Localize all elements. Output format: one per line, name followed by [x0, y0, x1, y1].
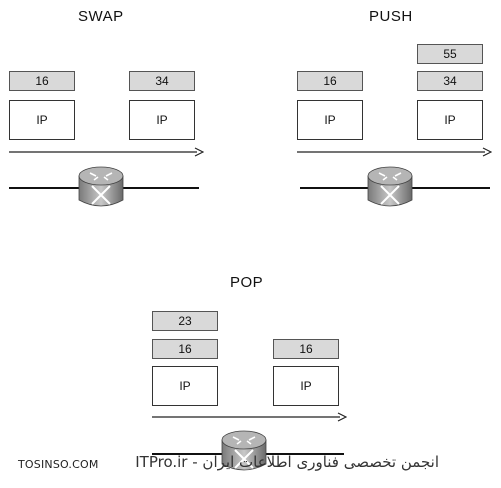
swap-arrow-right-icon	[9, 147, 204, 157]
pop-in-label-bottom: 16	[152, 339, 218, 359]
swap-out-label: 34	[129, 71, 195, 91]
push-arrow-right-icon	[297, 147, 492, 157]
swap-in-ip: IP	[9, 100, 75, 140]
pop-in-label-top: 23	[152, 311, 218, 331]
swap-out-ip: IP	[129, 100, 195, 140]
pop-out-label: 16	[273, 339, 339, 359]
swap-router-icon	[78, 166, 124, 207]
swap-title: SWAP	[78, 8, 124, 25]
push-router-icon	[367, 166, 413, 207]
pop-router-icon	[221, 430, 267, 471]
swap-in-label: 16	[9, 71, 75, 91]
pop-in-ip: IP	[152, 366, 218, 406]
push-title: PUSH	[369, 8, 413, 25]
watermark-left: TOSINSO.COM	[18, 458, 99, 471]
push-in-ip: IP	[297, 100, 363, 140]
push-out-label-bottom: 34	[417, 71, 483, 91]
pop-out-ip: IP	[273, 366, 339, 406]
pop-title: POP	[230, 274, 264, 291]
push-out-label-top: 55	[417, 44, 483, 64]
pop-arrow-right-icon	[152, 412, 347, 422]
watermark-right: انجمن تخصصی فناوری اطلاعات ایران - ITPro…	[135, 453, 439, 471]
push-out-ip: IP	[417, 100, 483, 140]
push-in-label: 16	[297, 71, 363, 91]
